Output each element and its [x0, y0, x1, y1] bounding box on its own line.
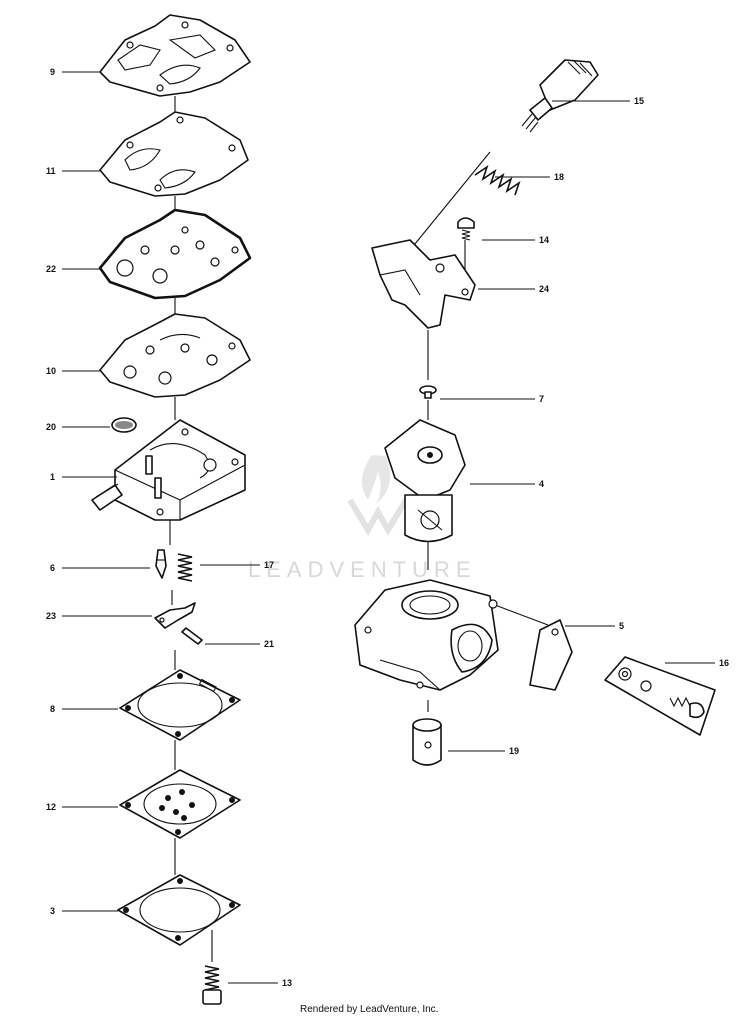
watermark: LEADVENTURE [248, 455, 477, 582]
part-18-spring [474, 165, 521, 196]
label-7: 7 [539, 394, 544, 404]
label-17: 17 [264, 560, 274, 570]
part-5-plate [529, 619, 573, 691]
label-10: 10 [46, 366, 56, 376]
part-21-pin [181, 627, 203, 645]
part-8-gasket [119, 669, 241, 741]
part-19-plug [412, 718, 442, 766]
part-17-spring [177, 553, 193, 582]
label-21: 21 [264, 639, 274, 649]
part-4-throttle [384, 419, 466, 543]
label-19: 19 [509, 746, 519, 756]
part-23-lever [154, 602, 196, 629]
part-16-kit [604, 656, 716, 736]
part-main-body [354, 579, 499, 691]
part-14-screw [457, 217, 475, 241]
part-15-adjuster [521, 59, 599, 133]
part-20-filter [111, 417, 137, 433]
label-20: 20 [46, 422, 56, 432]
label-5: 5 [619, 621, 624, 631]
part-1-body [91, 419, 246, 521]
label-23: 23 [46, 611, 56, 621]
label-4: 4 [539, 479, 544, 489]
leader-lines [62, 71, 715, 984]
part-11-gasket [99, 111, 249, 197]
label-8: 8 [50, 704, 55, 714]
part-13-screw [202, 965, 222, 1005]
part-9-gasket [99, 14, 251, 97]
part-22-gasket [98, 208, 252, 300]
part-10-gasket [99, 313, 251, 398]
label-9: 9 [50, 67, 55, 77]
part-12-diaphragm [119, 769, 241, 839]
label-18: 18 [554, 172, 564, 182]
part-labels: 9 11 22 10 20 1 6 17 23 21 8 12 3 13 15 … [46, 67, 729, 988]
label-13: 13 [282, 978, 292, 988]
label-16: 16 [719, 658, 729, 668]
label-6: 6 [50, 563, 55, 573]
label-15: 15 [634, 96, 644, 106]
label-14: 14 [539, 235, 549, 245]
label-3: 3 [50, 906, 55, 916]
label-11: 11 [46, 166, 56, 176]
label-24: 24 [539, 284, 549, 294]
watermark-text: LEADVENTURE [248, 557, 477, 582]
footer-credit: Rendered by LeadVenture, Inc. [300, 1004, 438, 1015]
label-1: 1 [50, 472, 55, 482]
assembly-line-left [169, 96, 213, 962]
label-12: 12 [46, 802, 56, 812]
part-7-washer [419, 385, 437, 399]
part-24-bracket [371, 239, 476, 329]
part-3-gasket [117, 874, 241, 946]
label-22: 22 [46, 264, 56, 274]
part-6-needle [155, 549, 167, 579]
